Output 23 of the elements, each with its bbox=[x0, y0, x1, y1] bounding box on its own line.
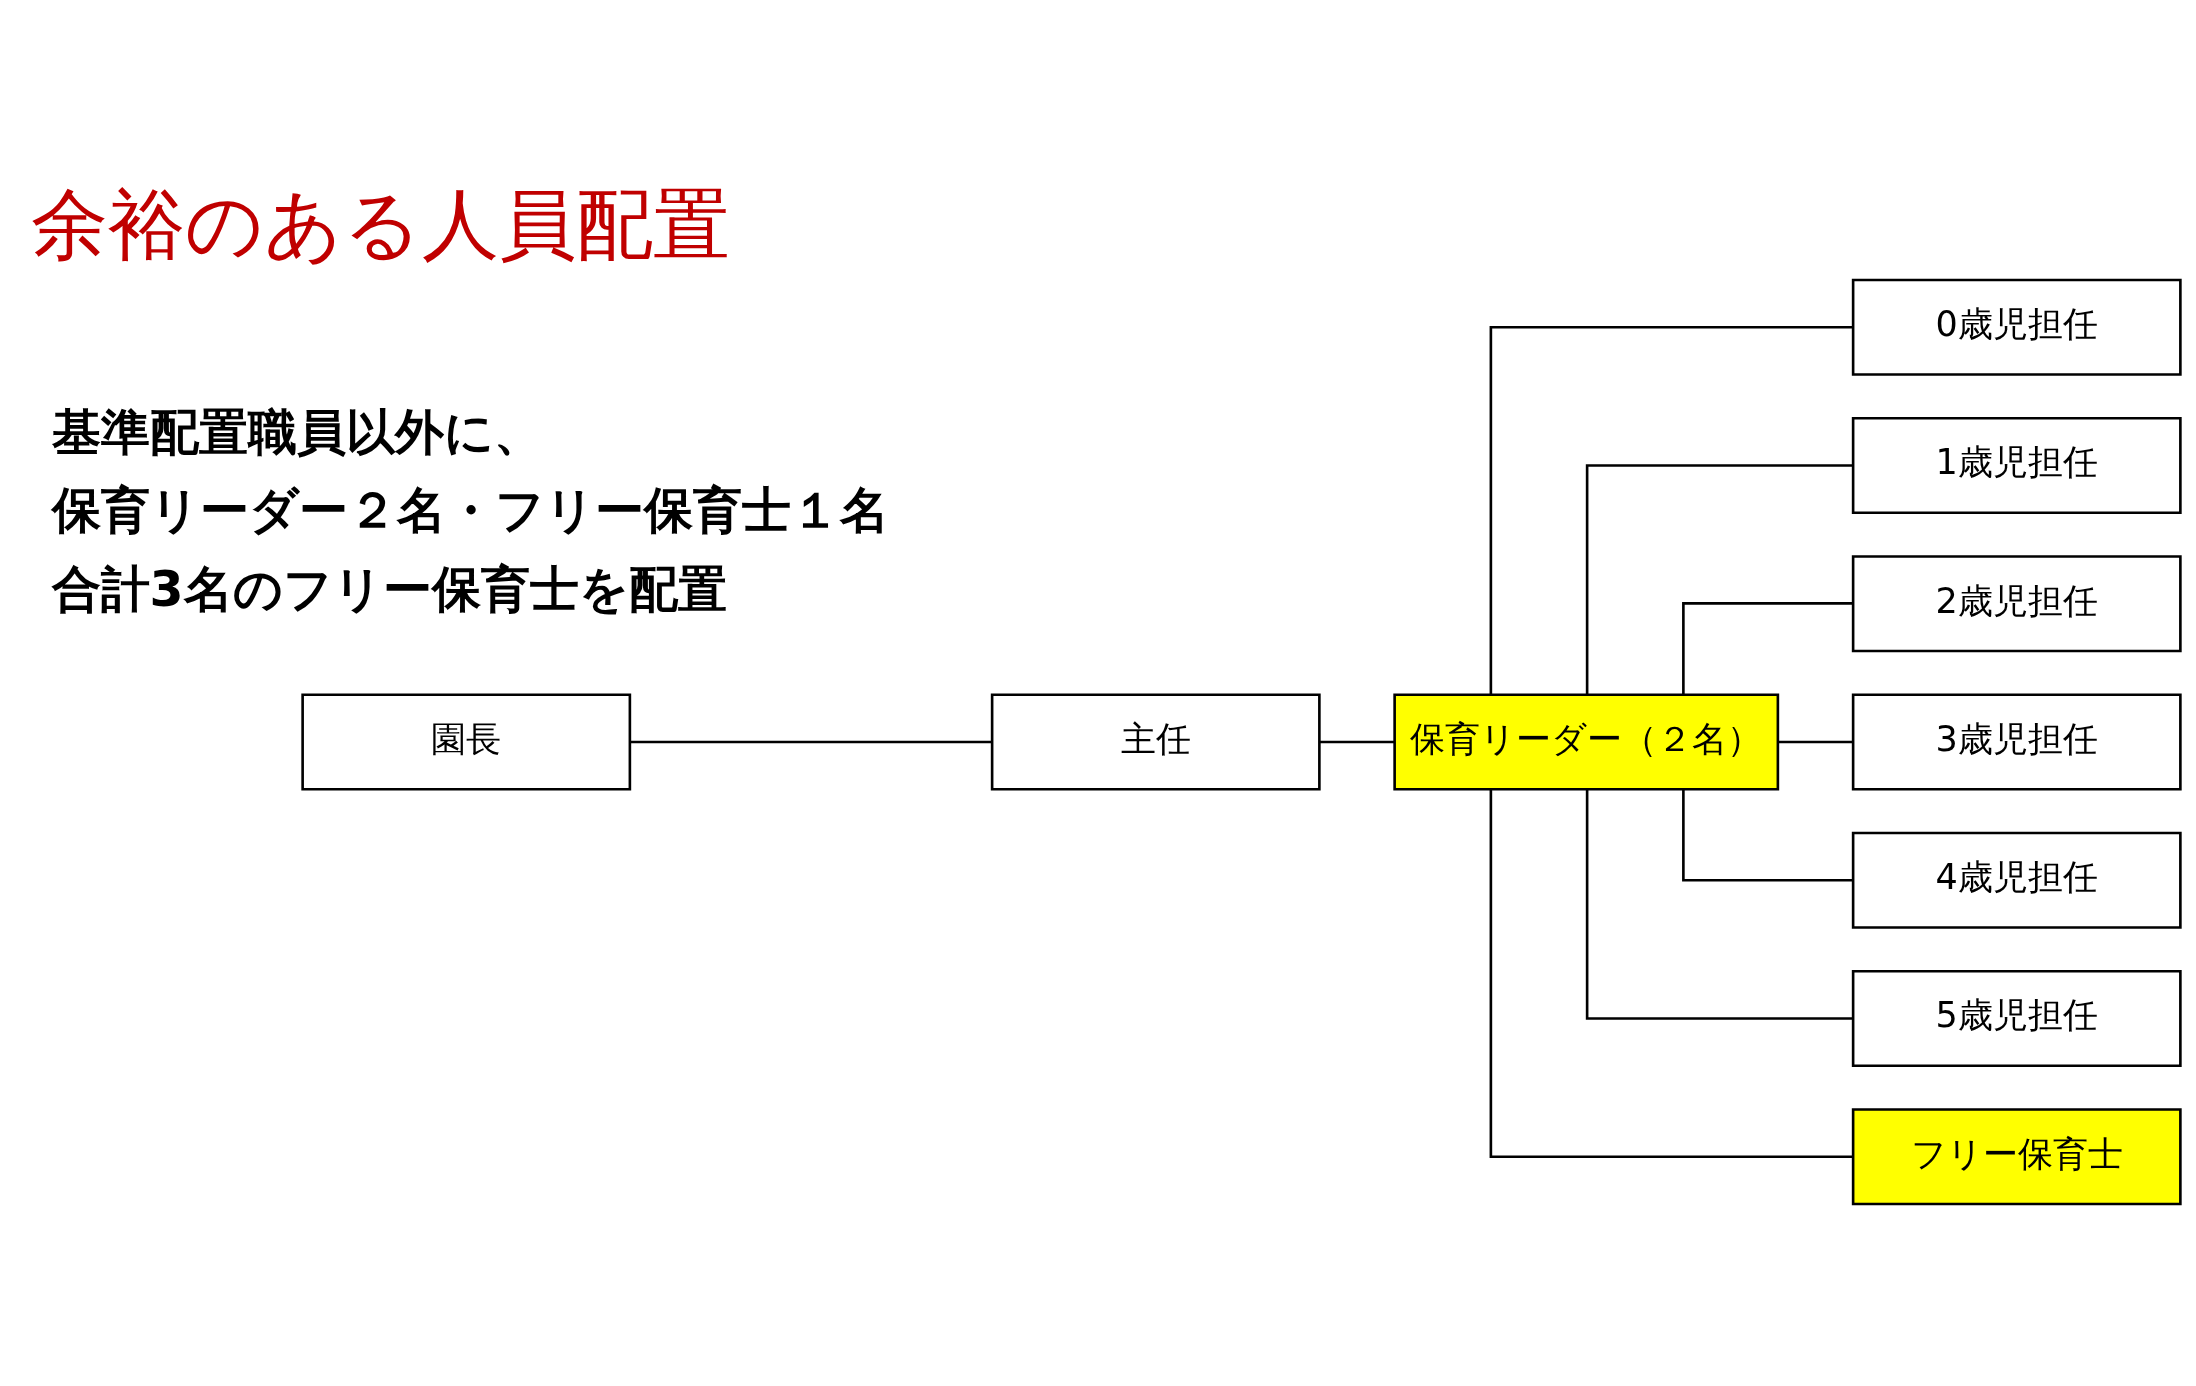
node-box: 園長 bbox=[301, 693, 632, 791]
connector bbox=[1778, 740, 1853, 744]
diagram-title: 余裕のある人員配置 bbox=[31, 179, 730, 269]
connector bbox=[1682, 789, 1853, 882]
node-box: 保育リーダー（２名） bbox=[1393, 693, 1780, 791]
connector bbox=[1682, 602, 1853, 695]
connector bbox=[1489, 325, 1853, 695]
node-box: 2歳児担任 bbox=[1851, 555, 2182, 653]
label: 基準配置職員以外に、 bbox=[51, 403, 543, 461]
node-box: 0歳児担任 bbox=[1851, 278, 2182, 376]
node-box: 5歳児担任 bbox=[1851, 969, 2182, 1068]
node-box: 4歳児担任 bbox=[1851, 831, 2182, 929]
node-box: フリー保育士 bbox=[1851, 1108, 2182, 1206]
connector bbox=[1585, 464, 1854, 695]
connector bbox=[1585, 789, 1854, 1020]
label: 保育リーダー２名・フリー保育士１名 bbox=[51, 482, 889, 540]
connector bbox=[1319, 740, 1395, 744]
connector bbox=[630, 740, 992, 744]
node-box: 1歳児担任 bbox=[1851, 416, 2182, 515]
node-box: 主任 bbox=[990, 693, 1321, 791]
node-box: 3歳児担任 bbox=[1851, 693, 2182, 791]
connector bbox=[1489, 789, 1853, 1159]
label: 合計3名のフリー保育士を配置 bbox=[51, 561, 727, 619]
